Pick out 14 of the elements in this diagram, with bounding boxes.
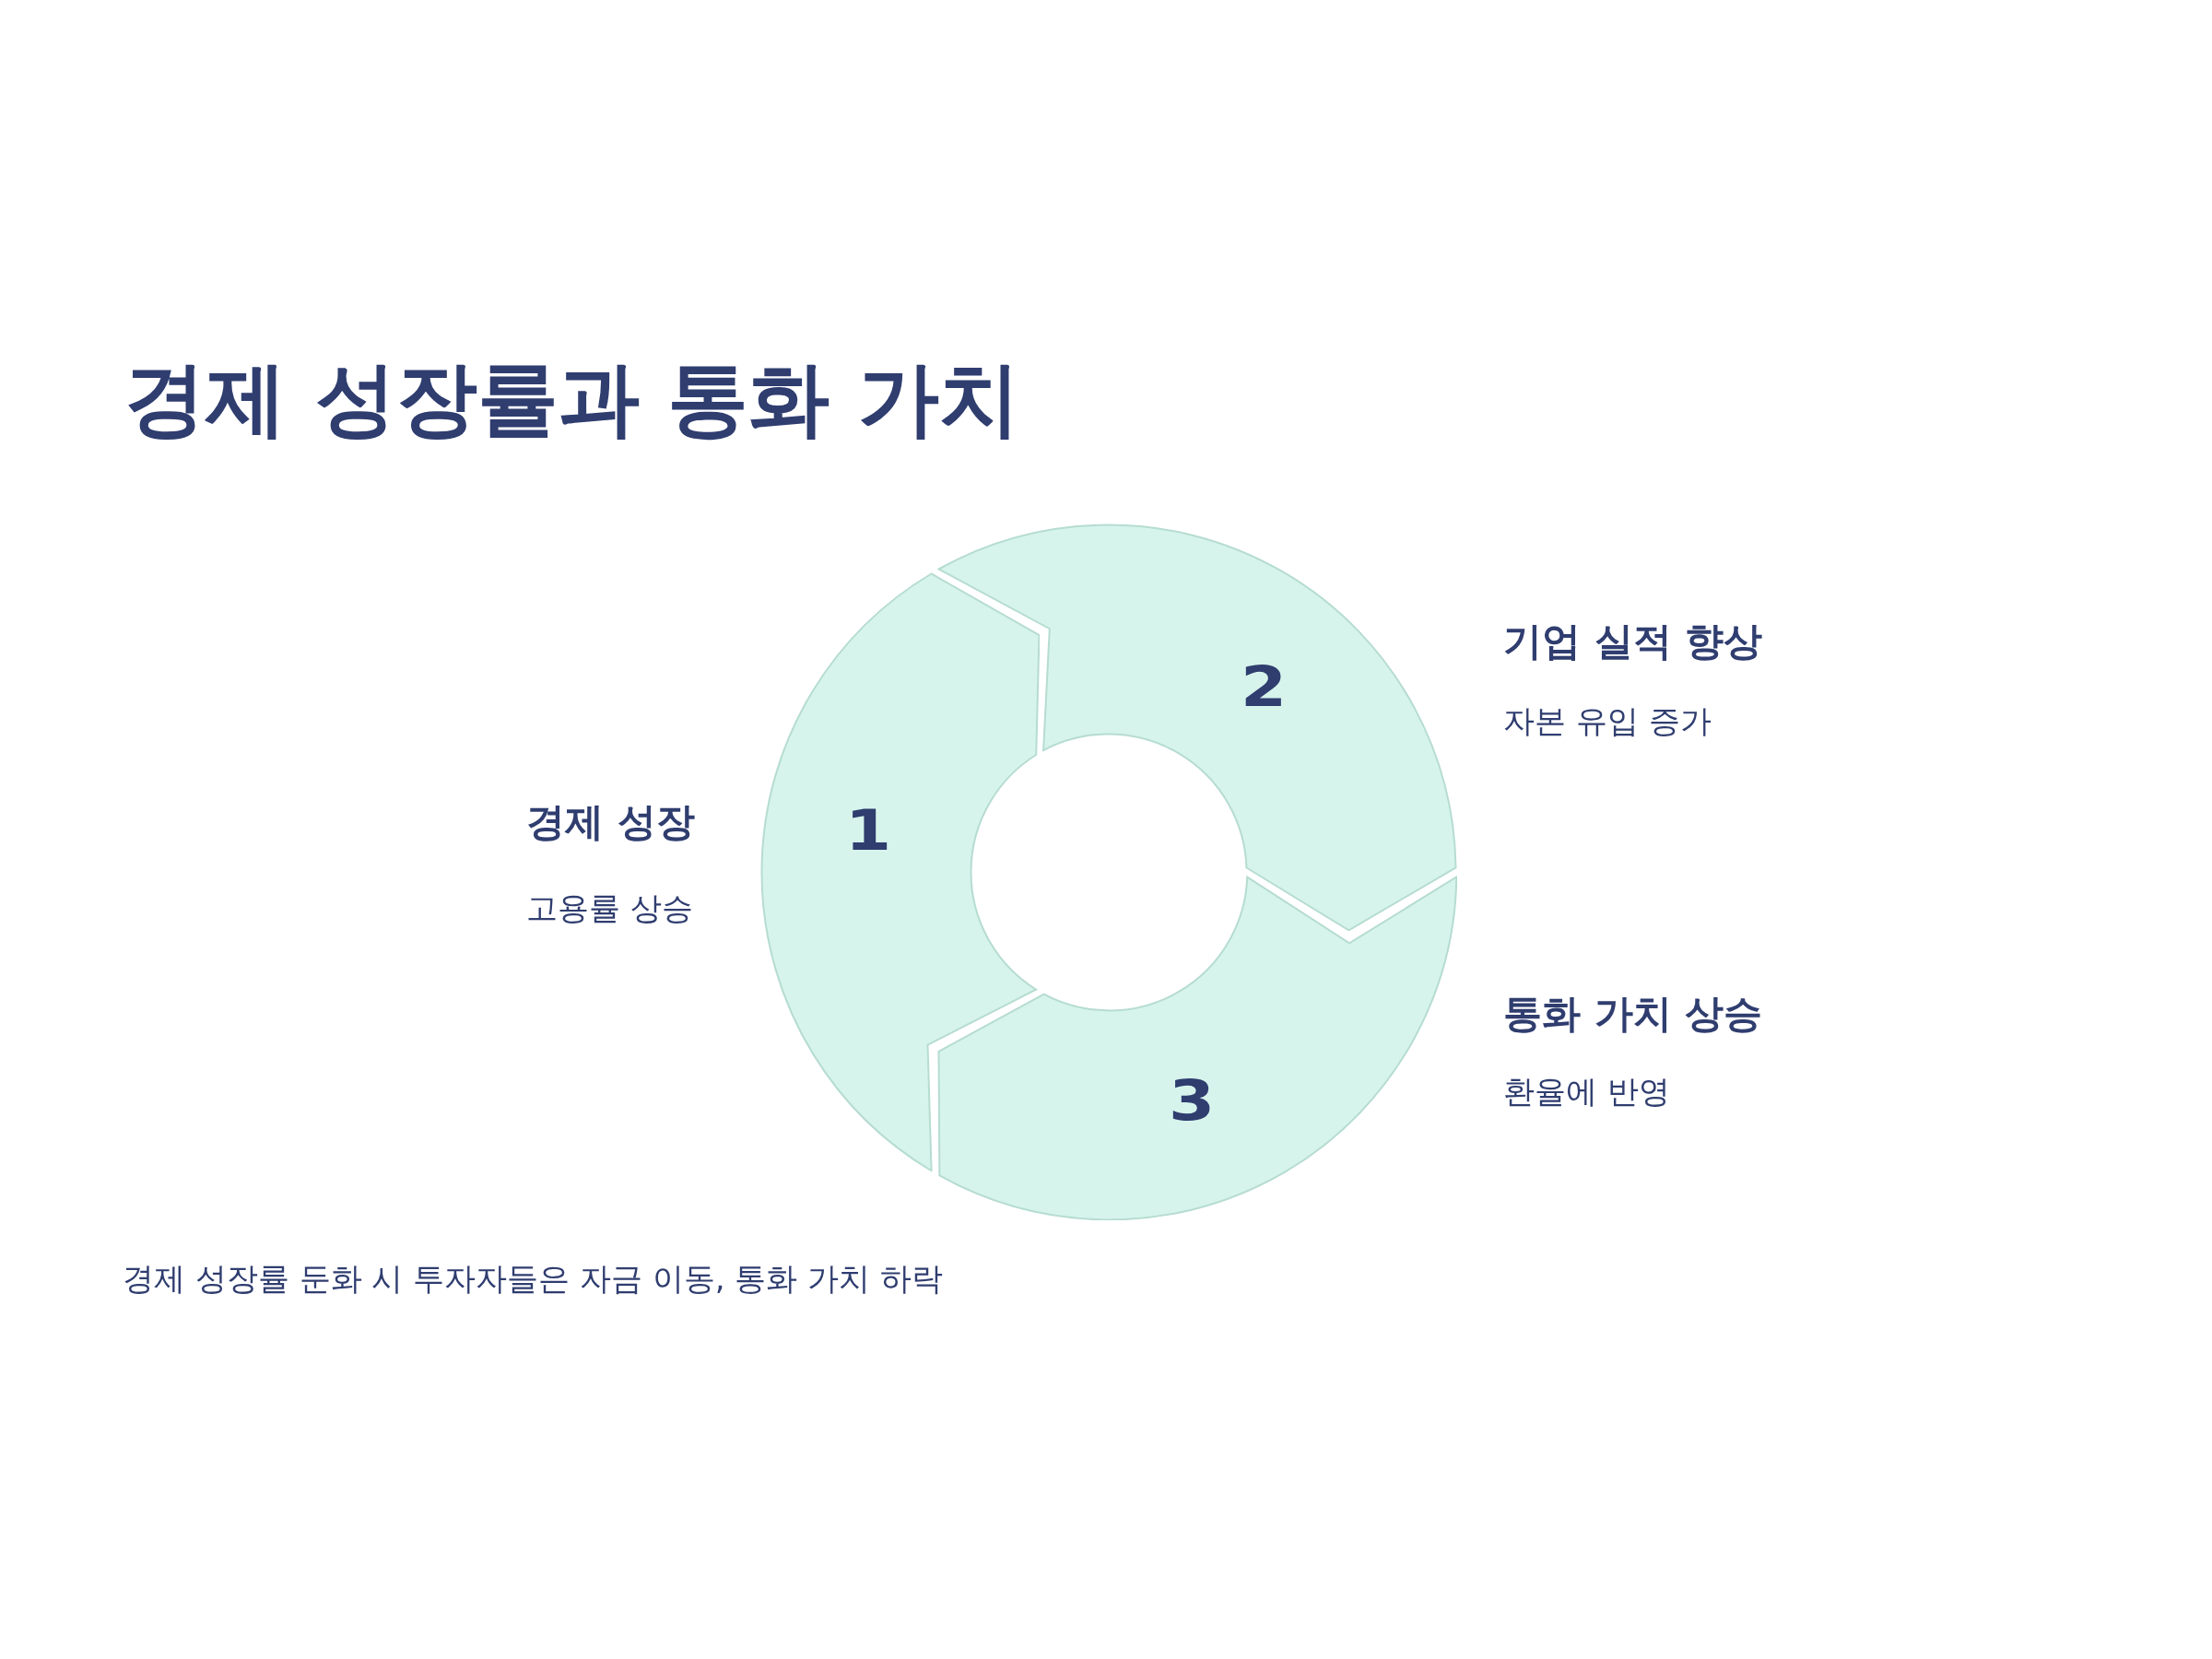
step-heading: 통화 가치 상승 bbox=[1503, 994, 1763, 1033]
arrow-segment bbox=[936, 875, 1458, 1221]
step-heading: 기업 실적 향상 bbox=[1503, 622, 1763, 661]
footnote-text: 경제 성장률 둔화 시 투자자들은 자금 이동, 통화 가치 하락 bbox=[123, 1263, 944, 1294]
step-number: 1 bbox=[844, 803, 892, 858]
step-description: 자본 유입 증가 bbox=[1503, 705, 1712, 736]
step-number: 2 bbox=[1240, 659, 1288, 714]
diagram-title: 경제 성장률과 통화 가치 bbox=[124, 359, 1020, 440]
step-description: 환율에 반영 bbox=[1503, 1076, 1670, 1107]
arrow-segment bbox=[759, 571, 1041, 1172]
step-heading: 경제 성장 bbox=[526, 803, 695, 841]
step-number: 3 bbox=[1168, 1073, 1216, 1128]
step-description: 고용률 상승 bbox=[526, 892, 693, 924]
arrow-segment bbox=[937, 523, 1458, 932]
